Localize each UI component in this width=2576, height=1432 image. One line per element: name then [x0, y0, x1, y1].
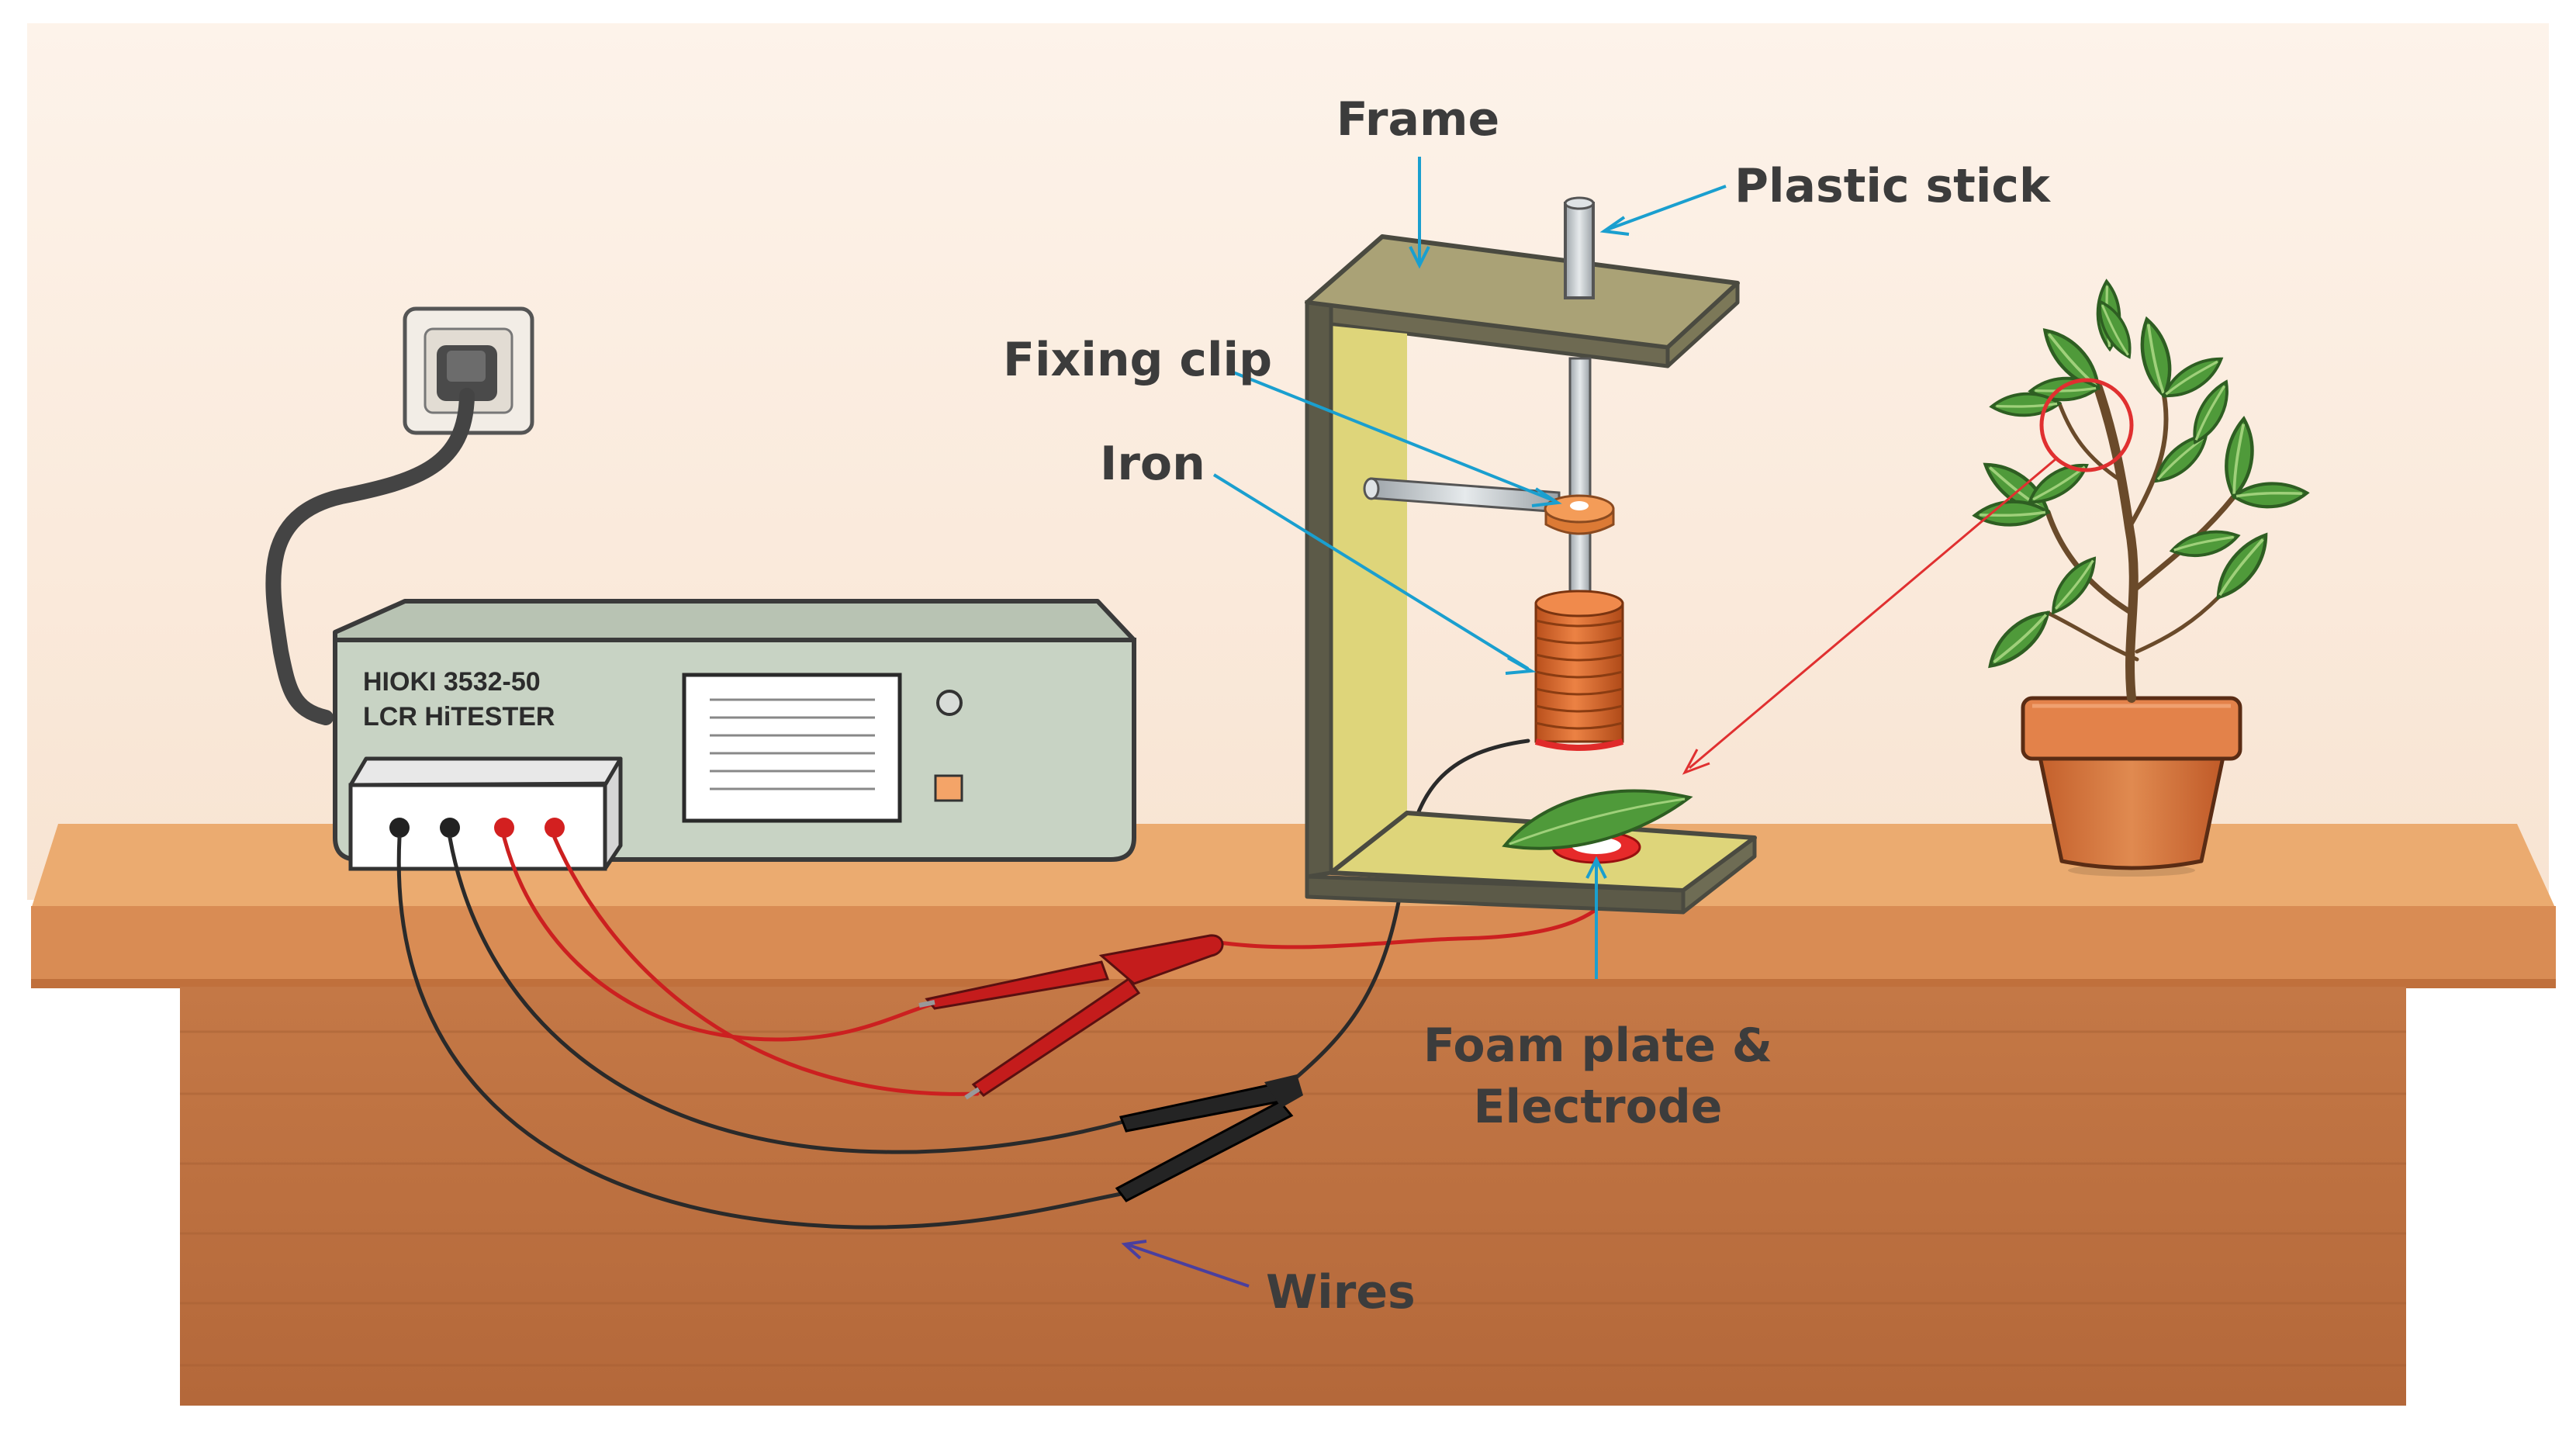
- alligator-clip-icon: [918, 934, 1224, 1100]
- arrow-fixing-clip: [1229, 369, 1556, 503]
- sample-highlight-circle: [2039, 378, 2134, 472]
- plant-icon: [1975, 279, 2308, 877]
- arrow-plastic-stick: [1606, 185, 1727, 231]
- fixing-clip: [1544, 494, 1615, 535]
- terminal-box: [348, 756, 623, 871]
- terminal-red-2[interactable]: [545, 818, 565, 838]
- label-iron: Iron: [1100, 437, 1205, 491]
- label-foam-plate-line1: Foam plate &: [1423, 1019, 1772, 1073]
- lcr-hitester-device: HIOKI 3532-50 LCR HiTESTER: [333, 599, 1136, 871]
- arrow-iron: [1212, 473, 1530, 670]
- label-plastic-stick: Plastic stick: [1734, 159, 2052, 213]
- plug-icon: [437, 345, 497, 401]
- terminal-red-1[interactable]: [494, 818, 514, 838]
- wire-red-1: [502, 835, 933, 1042]
- terminal-black-1[interactable]: [389, 818, 410, 838]
- arrow-wires: [1128, 1243, 1250, 1288]
- wire-red-to-electrode: [1217, 874, 1623, 949]
- device-model-text: HIOKI 3532-50: [363, 667, 541, 697]
- alligator-clip-icon: [1115, 1074, 1303, 1202]
- device-name-text: LCR HiTESTER: [363, 702, 555, 732]
- device-knob[interactable]: [936, 690, 963, 716]
- press-frame: [1305, 234, 1757, 915]
- annotation-arrows: [1121, 157, 2056, 1288]
- leaf-icon: [1502, 789, 1693, 850]
- wire-black-1: [448, 835, 1129, 1154]
- device-display: [682, 673, 902, 823]
- label-frame: Frame: [1336, 92, 1499, 147]
- terminal-black-2[interactable]: [440, 818, 460, 838]
- wires: [396, 738, 1623, 1230]
- plastic-stick: [1564, 196, 1595, 599]
- iron-weight: [1534, 590, 1624, 751]
- device-button[interactable]: [934, 774, 963, 802]
- label-wires: Wires: [1266, 1265, 1416, 1320]
- label-fixing-clip: Fixing clip: [1003, 333, 1272, 387]
- power-cord: [265, 388, 475, 725]
- arrow-sample: [1689, 458, 2056, 770]
- wire-red-2: [552, 835, 980, 1096]
- wire-black-2: [396, 835, 1127, 1230]
- label-foam-plate-line2: Electrode: [1474, 1080, 1723, 1134]
